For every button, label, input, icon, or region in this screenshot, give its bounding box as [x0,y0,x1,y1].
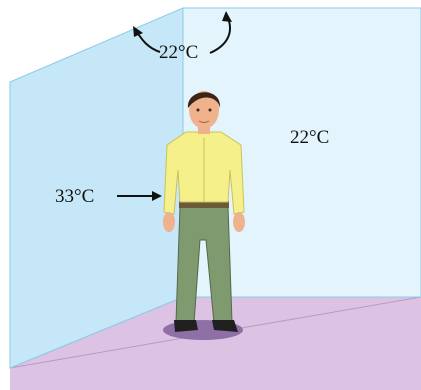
left-shoe [174,320,198,332]
ceiling-air-temperature-label: 22°C [159,43,198,62]
skin-temperature-label: 33°C [55,187,94,206]
left-hand [163,212,175,232]
right-eye [209,109,212,112]
left-eye [197,109,200,112]
room-wall-temperature-label: 22°C [290,128,329,147]
right-hand [233,212,245,232]
